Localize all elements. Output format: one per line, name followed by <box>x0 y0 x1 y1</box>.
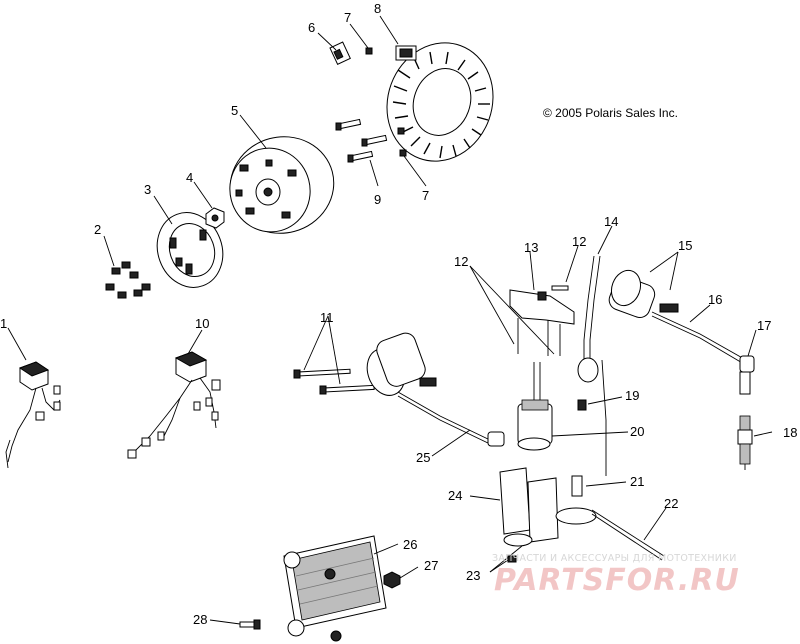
callout-15: 15 <box>678 238 692 253</box>
flywheel-part <box>229 136 335 234</box>
heat-shield-part <box>555 475 665 561</box>
coil-bracket-part <box>509 285 575 356</box>
callout-14: 14 <box>604 214 618 229</box>
regulator-fasteners-part <box>239 571 401 630</box>
stator-part <box>386 42 494 162</box>
callout-5: 5 <box>231 103 238 118</box>
stator-bolts-part <box>335 47 407 163</box>
wiring-harness-part <box>127 351 221 459</box>
callout-13: 13 <box>524 240 538 255</box>
callout-2: 2 <box>94 222 101 237</box>
callout-numbers: 1 2 3 4 5 6 7 7 8 9 10 11 12 12 13 14 15… <box>0 1 797 627</box>
callout-12a: 12 <box>454 254 468 269</box>
mount-plate-part <box>499 467 559 563</box>
flywheel-nut-part <box>205 207 225 229</box>
callout-17: 17 <box>757 318 771 333</box>
copyright-text: © 2005 Polaris Sales Inc. <box>543 106 678 120</box>
callout-21: 21 <box>630 474 644 489</box>
callout-3: 3 <box>144 182 151 197</box>
pulse-sensor-part <box>329 41 351 65</box>
callout-18: 18 <box>783 425 797 440</box>
callout-6: 6 <box>308 20 315 35</box>
ignition-coil-right-part <box>608 269 755 395</box>
callout-28: 28 <box>193 612 207 627</box>
callout-24: 24 <box>448 488 462 503</box>
callout-7a: 7 <box>344 10 351 25</box>
callout-7b: 7 <box>422 188 429 203</box>
spark-plug-part <box>737 415 753 470</box>
starter-cup-part <box>156 212 224 288</box>
screws-part <box>105 261 151 299</box>
callout-8: 8 <box>374 1 381 16</box>
callout-10: 10 <box>195 316 209 331</box>
leader-lines <box>7 15 773 625</box>
callout-11: 11 <box>320 310 334 325</box>
callout-19: 19 <box>625 388 639 403</box>
callout-16: 16 <box>708 292 722 307</box>
watermark-brand: PARTSFOR.RU <box>494 563 740 598</box>
watermark: ЗАПЧАСТИ И АКСЕССУАРЫ ДЛЯ МОТОТЕХНИКИ PA… <box>492 553 740 598</box>
mounting-bolts-part <box>293 368 375 395</box>
ground-strap-part <box>577 255 607 476</box>
callout-20: 20 <box>630 424 644 439</box>
ignition-coil-left-part <box>366 332 505 447</box>
callout-22: 22 <box>664 496 678 511</box>
watermark-tagline: ЗАПЧАСТИ И АКСЕССУАРЫ ДЛЯ МОТОТЕХНИКИ <box>492 553 737 564</box>
relay-part <box>5 361 61 469</box>
voltage-regulator-part <box>283 535 387 642</box>
callout-4: 4 <box>186 170 193 185</box>
callout-26: 26 <box>403 537 417 552</box>
callout-9: 9 <box>374 192 381 207</box>
callout-12b: 12 <box>572 234 586 249</box>
cdi-module-part <box>517 362 587 451</box>
callout-25: 25 <box>416 450 430 465</box>
callout-23: 23 <box>466 568 480 583</box>
callout-1: 1 <box>0 316 7 331</box>
callout-27: 27 <box>424 558 438 573</box>
